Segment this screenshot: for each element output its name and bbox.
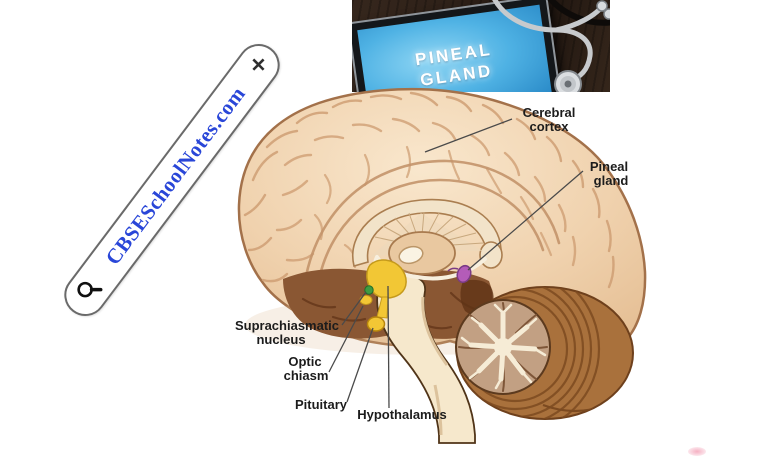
leader-cerebral-cortex (424, 118, 513, 153)
label-pineal-gland-2: gland (594, 173, 629, 188)
pineal-stalk (447, 267, 459, 272)
splenium (479, 241, 503, 269)
hypothalamus-region (366, 259, 407, 299)
interthalamic-spot (398, 245, 424, 265)
stethoscope-icon (492, 0, 610, 92)
arbor-vitae-twigs (460, 303, 547, 390)
label-pineal-gland-1: Pineal (590, 159, 628, 174)
leader-pineal-gland (467, 170, 584, 271)
label-pituitary: Pituitary (295, 397, 348, 412)
pink-smudge (688, 447, 706, 456)
leader-optic-chiasm (328, 305, 364, 373)
infundibulum-stalk (376, 296, 389, 319)
cingulate-sulcus (303, 159, 561, 283)
label-hypothalamus: Hypothalamus (357, 407, 447, 422)
close-icon[interactable]: ✕ (250, 55, 267, 77)
suprachiasmatic-nucleus-region (364, 285, 374, 295)
leader-suprachiasmatic (341, 291, 367, 326)
label-optic-chiasm-2: chiasm (284, 368, 329, 383)
brain-diagram: Cerebral cortex Pineal gland Suprachiasm… (235, 87, 647, 444)
leader-lines (328, 118, 584, 409)
leader-pituitary (346, 327, 374, 403)
leader-hypothalamus (387, 285, 390, 409)
brainstem-shading (421, 296, 449, 436)
pineal-gland-photo: PINEAL GLAND (352, 0, 610, 92)
temporal-creases (301, 291, 477, 330)
watermark-search-bar[interactable]: CBSESchoolNotes.com ✕ (55, 35, 289, 325)
label-cerebral-cortex-1: Cerebral (523, 105, 576, 120)
pituitary-region (366, 316, 386, 332)
label-suprachiasmatic-1: Suprachiasmatic (235, 318, 339, 333)
label-optic-chiasm-1: Optic (288, 354, 321, 369)
label-suprachiasmatic-2: nucleus (256, 332, 305, 347)
label-cerebral-cortex-2: cortex (529, 119, 569, 134)
arbor-vitae-branches (468, 310, 538, 382)
pineal-gland-region (456, 264, 472, 284)
search-icon (76, 279, 103, 300)
